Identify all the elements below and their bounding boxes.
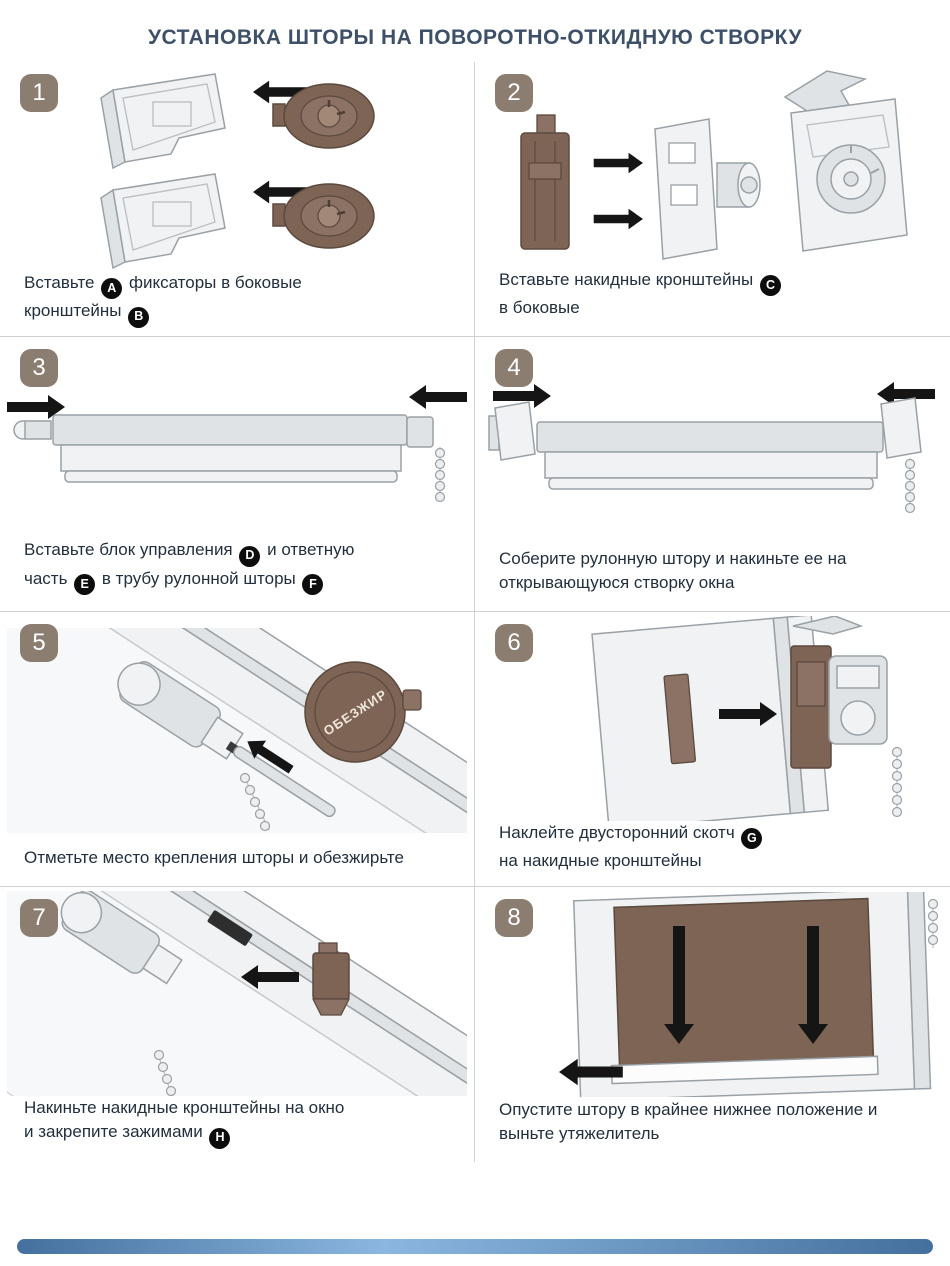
step-6-number-badge: 6 <box>495 624 533 662</box>
arrow-left-icon <box>253 80 309 104</box>
arrow-left-icon <box>409 384 467 409</box>
chain <box>891 746 902 818</box>
arrow-left-icon <box>876 382 935 407</box>
step-8-caption: Опустите штору в крайнее нижнее положени… <box>499 1099 878 1143</box>
chain <box>239 773 271 832</box>
step-5-cell: 5 <box>0 612 475 887</box>
control-unit <box>60 891 183 985</box>
step-3-cell: 3 <box>0 337 475 612</box>
chain <box>904 458 915 514</box>
footer-bar <box>17 1239 933 1254</box>
arrow-left-icon <box>558 1058 623 1086</box>
step-7-cell: 7 <box>0 887 475 1162</box>
degreaser-container: ОБЕЗЖИР <box>304 661 422 764</box>
step-2-cell: 2 <box>475 62 950 337</box>
letter-badge-D: D <box>239 545 261 567</box>
letter-badge-A: A <box>101 278 123 300</box>
arrow-right-icon <box>492 384 551 409</box>
step-2-illustration <box>475 62 950 268</box>
step-1-number-badge: 1 <box>20 74 58 112</box>
marker-pen <box>233 746 336 818</box>
clamp-installed <box>207 910 253 946</box>
left-bracket <box>487 401 536 462</box>
step-8-illustration <box>475 887 950 1098</box>
arrow-right-icon <box>718 702 777 726</box>
step-5-number-badge: 5 <box>20 624 58 662</box>
letter-badge-C: C <box>759 274 781 296</box>
step-4-cell: 4 <box>475 337 950 612</box>
window-frame <box>7 891 467 1096</box>
letter-badge-F: F <box>302 574 324 595</box>
page-title: УСТАНОВКА ШТОРЫ НА ПОВОРОТНО-ОТКИДНУЮ СТ… <box>147 26 803 49</box>
letter-badge-G: G <box>741 828 763 850</box>
step-6-cell: 6 <box>475 612 950 887</box>
step-2-number-badge: 2 <box>495 74 533 112</box>
step-7-number-badge: 7 <box>20 899 58 937</box>
roller-tube <box>52 413 408 483</box>
tape-strip <box>662 673 696 765</box>
roller-shade <box>535 421 884 491</box>
step-4-caption: Соберите рулонную штору и накиньте ее на… <box>499 548 847 592</box>
right-bracket <box>879 397 922 460</box>
letter-badge-B: B <box>128 306 150 328</box>
control-unit <box>827 655 888 745</box>
arrow-right-icon <box>7 394 65 419</box>
step-8-cell: 8 <box>475 887 950 1162</box>
side-bracket-plate <box>653 117 761 260</box>
step-4-number-badge: 4 <box>495 349 533 387</box>
control-unit <box>406 415 446 502</box>
steps-grid: 1 <box>0 62 950 1162</box>
step-1-cell: 1 <box>0 62 475 337</box>
fixator <box>272 83 375 149</box>
step-8-number-badge: 8 <box>495 899 533 937</box>
arrow-left-icon <box>247 741 294 774</box>
step-3-number-badge: 3 <box>20 349 58 387</box>
arrow-right-icon <box>593 152 643 173</box>
arrow-down-icon <box>797 925 828 1044</box>
shade-fabric <box>612 897 874 1066</box>
step-5-illustration: ОБЕЗЖИР <box>0 612 474 846</box>
step-4-illustration <box>475 337 950 547</box>
step-1-illustration <box>0 62 474 271</box>
arrow-right-icon <box>593 208 643 229</box>
step-6-illustration <box>475 612 950 821</box>
answer-pin <box>13 419 52 440</box>
step-5-caption: Отметьте место крепления шторы и обезжир… <box>24 847 404 867</box>
arrow-left-icon <box>241 965 299 989</box>
step-3-illustration <box>0 337 474 538</box>
step-7-illustration <box>0 887 474 1096</box>
chain <box>927 898 938 948</box>
side-bracket <box>100 73 226 170</box>
letter-badge-H: H <box>209 1127 231 1149</box>
arrow-down-icon <box>663 925 694 1044</box>
clip-bracket <box>311 942 351 1016</box>
hang-bracket-brown <box>519 114 570 250</box>
side-bracket-assembly <box>783 69 908 252</box>
letter-badge-E: E <box>74 574 96 595</box>
chain <box>153 1049 177 1096</box>
